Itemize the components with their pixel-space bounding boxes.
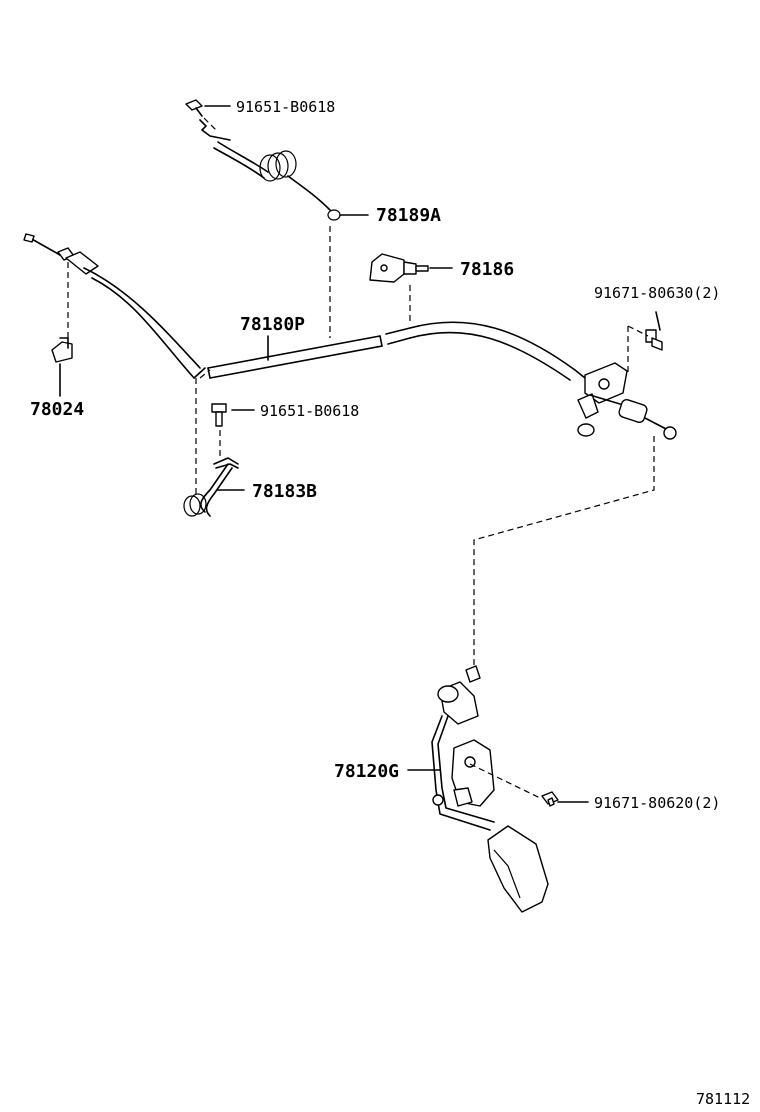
- label-spring-78183b: 78183B: [252, 481, 317, 502]
- label-bracket-78186: 78186: [460, 259, 514, 280]
- label-spring-78189a: 78189A: [376, 205, 441, 226]
- bracket-78186-icon[interactable]: [369, 253, 429, 283]
- return-spring-78183b[interactable]: [183, 457, 239, 517]
- bolt-mid-icon: [211, 403, 227, 427]
- label-pedal-78120g: 78120G: [334, 761, 399, 782]
- label-bolt-top: 91651-B0618: [236, 98, 335, 116]
- label-bolt-pedal: 91671-80620(2): [594, 794, 720, 812]
- accelerator-cable[interactable]: [23, 233, 591, 383]
- label-bolt-mid: 91651-B0618: [260, 402, 359, 420]
- bolt-top-icon: [185, 99, 203, 117]
- label-cable-78180p: 78180P: [240, 314, 305, 335]
- leader-cable-to-pedal: [473, 436, 655, 668]
- bolt-right-icon: [645, 329, 663, 351]
- return-spring-78189a[interactable]: [199, 119, 341, 221]
- label-bolt-right: 91671-80630(2): [594, 284, 720, 302]
- bolt-pedal-icon: [541, 791, 559, 807]
- cable-end-bracket: [577, 362, 677, 440]
- diagram-number: 781112: [696, 1090, 750, 1108]
- clamp-78024-icon[interactable]: [51, 337, 73, 363]
- label-clamp-78024: 78024: [30, 399, 84, 420]
- accelerator-pedal-78120g[interactable]: [431, 665, 549, 913]
